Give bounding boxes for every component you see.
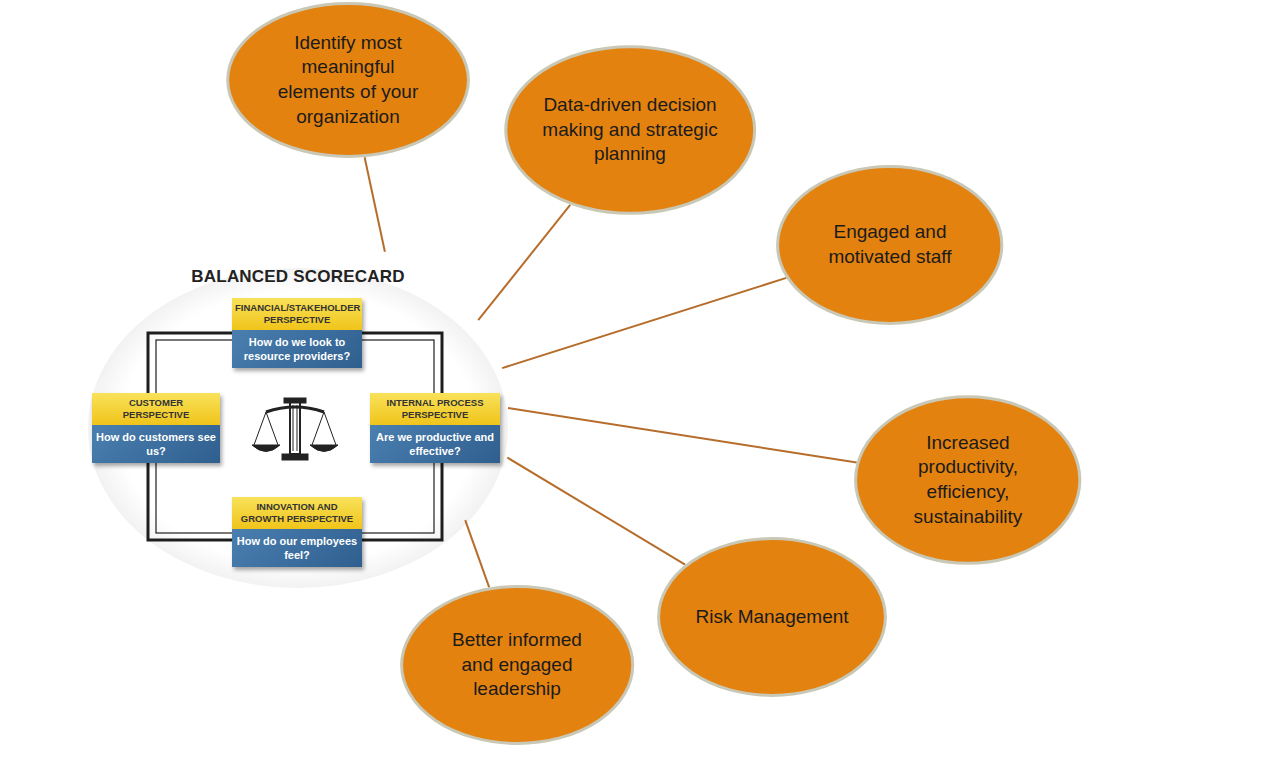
connector-line	[365, 157, 385, 252]
oval-fill	[506, 47, 755, 214]
benefit-oval: Increased productivity, efficiency, sust…	[854, 395, 1081, 565]
perspective-heading: INNOVATION AND GROWTH PERSPECTIVE	[232, 497, 362, 529]
perspective-question: How do customers see us?	[92, 425, 220, 464]
benefit-oval: Identify most meaningful elements of you…	[226, 2, 470, 158]
benefit-text: Increased productivity, efficiency, sust…	[889, 431, 1047, 530]
perspective-box: CUSTOMER PERSPECTIVEHow do customers see…	[92, 393, 220, 463]
perspective-question: How do our employees feel?	[232, 529, 362, 568]
benefit-oval: Engaged and motivated staff	[776, 165, 1003, 325]
oval-shape	[776, 165, 1003, 325]
perspective-question: Are we productive and effective?	[370, 425, 500, 464]
connector-line	[508, 408, 857, 463]
oval-text-group: Identify most meaningful elements of you…	[263, 31, 433, 130]
perspective-box: FINANCIAL/STAKEHOLDER PERSPECTIVEHow do …	[232, 298, 362, 368]
benefit-text: Data-driven decision making and strategi…	[542, 93, 718, 167]
oval-fill	[228, 4, 469, 157]
connector-line	[502, 278, 786, 368]
benefit-text: Engaged and motivated staff	[811, 220, 969, 269]
scorecard-title: BALANCED SCORECARD	[88, 267, 508, 287]
benefit-oval: Risk Management	[657, 537, 887, 697]
oval-fill	[659, 539, 886, 696]
benefit-oval: Better informed and engaged leadership	[400, 585, 634, 745]
oval-shape	[226, 2, 470, 158]
connector-line	[478, 205, 570, 320]
scorecard-circle: BALANCED SCORECARD FINANCIAL/STAKEHOLDER …	[88, 245, 508, 585]
oval-text-group: Better informed and engaged leadership	[435, 628, 598, 702]
oval-fill	[856, 397, 1080, 564]
perspective-box: INTERNAL PROCESS PERSPECTIVEAre we produ…	[370, 393, 500, 463]
benefit-oval: Data-driven decision making and strategi…	[504, 45, 756, 215]
oval-fill	[778, 167, 1002, 324]
perspective-box: INNOVATION AND GROWTH PERSPECTIVEHow do …	[232, 497, 362, 567]
oval-text-group: Engaged and motivated staff	[811, 220, 969, 269]
perspective-heading: CUSTOMER PERSPECTIVE	[92, 393, 220, 425]
benefit-text: Identify most meaningful elements of you…	[263, 31, 433, 130]
oval-shape	[854, 395, 1081, 565]
perspective-heading: INTERNAL PROCESS PERSPECTIVE	[370, 393, 500, 425]
scorecard-disc	[88, 268, 508, 588]
perspective-heading: FINANCIAL/STAKEHOLDER PERSPECTIVE	[232, 298, 362, 330]
oval-text-group: Risk Management	[695, 605, 848, 630]
perspective-question: How do we look to resource providers?	[232, 330, 362, 369]
oval-fill	[401, 587, 632, 744]
connector-line	[507, 458, 685, 565]
scales-icon	[252, 398, 338, 460]
benefit-text: Risk Management	[695, 605, 848, 630]
oval-text-group: Data-driven decision making and strategi…	[542, 93, 718, 167]
benefit-text: Better informed and engaged leadership	[435, 628, 598, 702]
oval-text-group: Increased productivity, efficiency, sust…	[889, 431, 1047, 530]
connector-line	[465, 520, 489, 587]
